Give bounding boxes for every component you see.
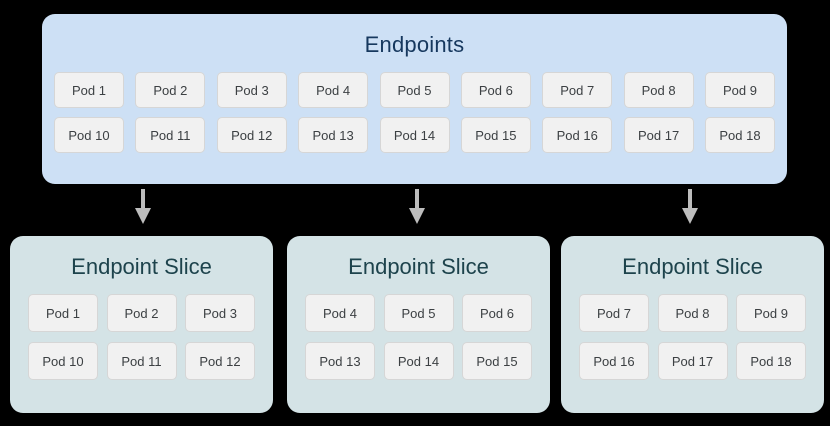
pod-chip[interactable]: Pod 18 xyxy=(736,342,806,380)
pod-chip[interactable]: Pod 8 xyxy=(623,72,694,108)
pod-chip[interactable]: Pod 16 xyxy=(542,117,613,153)
pod-chip[interactable]: Pod 11 xyxy=(106,342,177,380)
endpoints-pod-grid: Pod 1 Pod 2 Pod 3 Pod 4 Pod 5 Pod 6 Pod … xyxy=(54,72,775,162)
endpoints-pod-row: Pod 10 Pod 11 Pod 12 Pod 13 Pod 14 Pod 1… xyxy=(54,117,775,153)
endpoints-pod-row: Pod 1 Pod 2 Pod 3 Pod 4 Pod 5 Pod 6 Pod … xyxy=(54,72,775,108)
pod-chip[interactable]: Pod 7 xyxy=(542,72,613,108)
pod-chip[interactable]: Pod 12 xyxy=(185,342,255,380)
endpoint-slice-pod-row: Pod 16 Pod 17 Pod 18 xyxy=(579,342,806,380)
pod-chip[interactable]: Pod 10 xyxy=(28,342,98,380)
endpoint-slice-pod-row: Pod 1 Pod 2 Pod 3 xyxy=(28,294,255,332)
endpoint-slice-title: Endpoint Slice xyxy=(348,254,489,279)
pod-chip[interactable]: Pod 9 xyxy=(705,72,775,108)
pod-chip[interactable]: Pod 12 xyxy=(216,117,287,153)
arrow-down-icon xyxy=(131,189,155,225)
pod-chip[interactable]: Pod 5 xyxy=(379,72,450,108)
endpoint-slice-pod-row: Pod 13 Pod 14 Pod 15 xyxy=(305,342,532,380)
pod-chip[interactable]: Pod 13 xyxy=(305,342,375,380)
pod-chip[interactable]: Pod 6 xyxy=(462,294,532,332)
pod-chip[interactable]: Pod 10 xyxy=(54,117,124,153)
endpoint-slice-pod-grid: Pod 7 Pod 8 Pod 9 Pod 16 Pod 17 Pod 18 xyxy=(579,294,806,390)
pod-chip[interactable]: Pod 7 xyxy=(579,294,649,332)
endpoint-slice-pod-row: Pod 4 Pod 5 Pod 6 xyxy=(305,294,532,332)
endpoints-title: Endpoints xyxy=(364,32,465,57)
endpoint-slice-pod-grid: Pod 4 Pod 5 Pod 6 Pod 13 Pod 14 Pod 15 xyxy=(305,294,532,390)
pod-chip[interactable]: Pod 15 xyxy=(462,342,532,380)
pod-chip[interactable]: Pod 13 xyxy=(298,117,369,153)
endpoint-slice-pod-row: Pod 10 Pod 11 Pod 12 xyxy=(28,342,255,380)
pod-chip[interactable]: Pod 1 xyxy=(28,294,98,332)
pod-chip[interactable]: Pod 4 xyxy=(305,294,375,332)
pod-chip[interactable]: Pod 14 xyxy=(383,342,454,380)
endpoint-slice-pod-grid: Pod 1 Pod 2 Pod 3 Pod 10 Pod 11 Pod 12 xyxy=(28,294,255,390)
pod-chip[interactable]: Pod 5 xyxy=(383,294,454,332)
pod-chip[interactable]: Pod 11 xyxy=(135,117,206,153)
endpoint-slice-pod-row: Pod 7 Pod 8 Pod 9 xyxy=(579,294,806,332)
endpoint-slice-title: Endpoint Slice xyxy=(622,254,763,279)
endpoints-container: Endpoints Pod 1 Pod 2 Pod 3 Pod 4 Pod 5 … xyxy=(42,14,787,184)
pod-chip[interactable]: Pod 3 xyxy=(185,294,255,332)
pod-chip[interactable]: Pod 9 xyxy=(736,294,806,332)
pod-chip[interactable]: Pod 4 xyxy=(298,72,369,108)
endpoint-slice-container-3: Endpoint Slice Pod 7 Pod 8 Pod 9 Pod 16 … xyxy=(561,236,824,413)
pod-chip[interactable]: Pod 18 xyxy=(705,117,775,153)
pod-chip[interactable]: Pod 1 xyxy=(54,72,124,108)
endpoint-slice-container-2: Endpoint Slice Pod 4 Pod 5 Pod 6 Pod 13 … xyxy=(287,236,550,413)
pod-chip[interactable]: Pod 2 xyxy=(106,294,177,332)
pod-chip[interactable]: Pod 17 xyxy=(657,342,728,380)
arrow-down-icon xyxy=(678,189,702,225)
pod-chip[interactable]: Pod 6 xyxy=(460,72,531,108)
arrow-down-icon xyxy=(405,189,429,225)
pod-chip[interactable]: Pod 3 xyxy=(216,72,287,108)
pod-chip[interactable]: Pod 16 xyxy=(579,342,649,380)
endpoint-slice-title: Endpoint Slice xyxy=(71,254,212,279)
pod-chip[interactable]: Pod 14 xyxy=(379,117,450,153)
pod-chip[interactable]: Pod 17 xyxy=(623,117,694,153)
endpoint-slice-container-1: Endpoint Slice Pod 1 Pod 2 Pod 3 Pod 10 … xyxy=(10,236,273,413)
pod-chip[interactable]: Pod 8 xyxy=(657,294,728,332)
pod-chip[interactable]: Pod 15 xyxy=(460,117,531,153)
pod-chip[interactable]: Pod 2 xyxy=(135,72,206,108)
